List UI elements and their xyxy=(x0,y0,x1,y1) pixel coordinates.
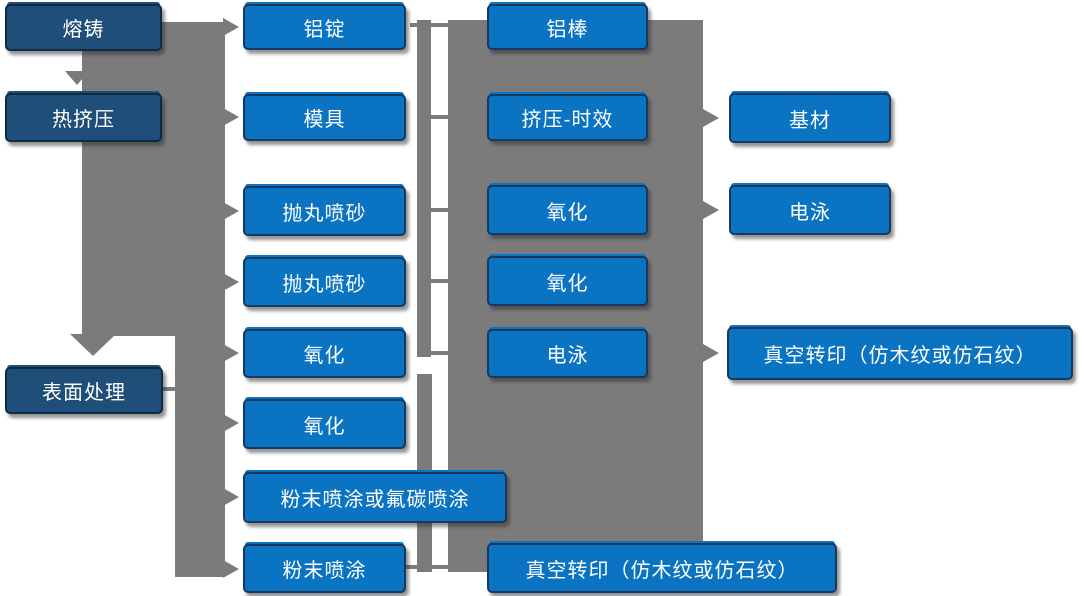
stub-mold xyxy=(429,115,450,119)
node-oxidation-c2-1: 氧化 xyxy=(243,329,406,378)
node-oxidation-c3-1: 氧化 xyxy=(487,185,648,235)
node-electrophoresis-c4: 电泳 xyxy=(729,185,891,235)
arrow-to-surface-treatment xyxy=(70,334,116,356)
node-vacuum-transfer-c4: 真空转印（仿木纹或仿石纹） xyxy=(727,327,1073,380)
arrow-to-vacuum-transfer-final xyxy=(703,344,719,362)
arrow-to-oxidation-1 xyxy=(223,344,239,362)
arrow-to-powder-coating xyxy=(223,560,239,578)
arrow-to-powder-or-fluorocarbon xyxy=(223,488,239,506)
node-oxidation-c3-2: 氧化 xyxy=(487,256,648,306)
stub-shot-blast-1 xyxy=(429,208,450,212)
arrow-melt-to-extrusion xyxy=(65,71,89,85)
node-powder-or-fluorocarbon: 粉末喷涂或氟碳喷涂 xyxy=(243,472,507,523)
node-shot-blast-1: 抛丸喷砂 xyxy=(243,186,406,236)
stub-bottom-powder xyxy=(406,565,450,569)
arrow-to-shot-blast-2 xyxy=(223,273,239,291)
node-shot-blast-2: 抛丸喷砂 xyxy=(243,257,406,307)
stub-shot-blast-2 xyxy=(429,279,450,283)
node-substrate: 基材 xyxy=(729,93,891,143)
node-hot-extrusion: 热挤压 xyxy=(5,93,162,142)
node-vacuum-transfer-c3: 真空转印（仿木纹或仿石纹） xyxy=(487,543,837,593)
node-powder-coating: 粉末喷涂 xyxy=(243,544,406,593)
node-mold: 模具 xyxy=(243,94,406,141)
stub-surface-treatment xyxy=(163,387,177,391)
node-melt-cast: 熔铸 xyxy=(5,4,162,51)
arrow-to-oxidation-2 xyxy=(223,414,239,432)
arrow-to-shot-blast-1 xyxy=(223,202,239,220)
node-aluminum-rod: 铝棒 xyxy=(487,4,648,50)
arrow-to-aluminum-ingot xyxy=(223,18,239,36)
node-oxidation-c2-2: 氧化 xyxy=(243,399,406,449)
trunk-left-lower xyxy=(175,22,225,577)
collector-bar-upper xyxy=(417,20,431,357)
stub-aluminum-ingot xyxy=(410,23,450,27)
node-electrophoresis-c3: 电泳 xyxy=(487,329,648,378)
node-aluminum-ingot: 铝锭 xyxy=(243,4,406,50)
stub-oxidation-1 xyxy=(429,351,450,355)
arrow-to-electrophoresis-final xyxy=(703,201,719,219)
node-extrusion-aging: 挤压-时效 xyxy=(487,94,648,141)
node-surface-treatment: 表面处理 xyxy=(5,367,163,414)
arrow-to-mold xyxy=(223,108,239,126)
arrow-to-substrate xyxy=(703,109,719,127)
